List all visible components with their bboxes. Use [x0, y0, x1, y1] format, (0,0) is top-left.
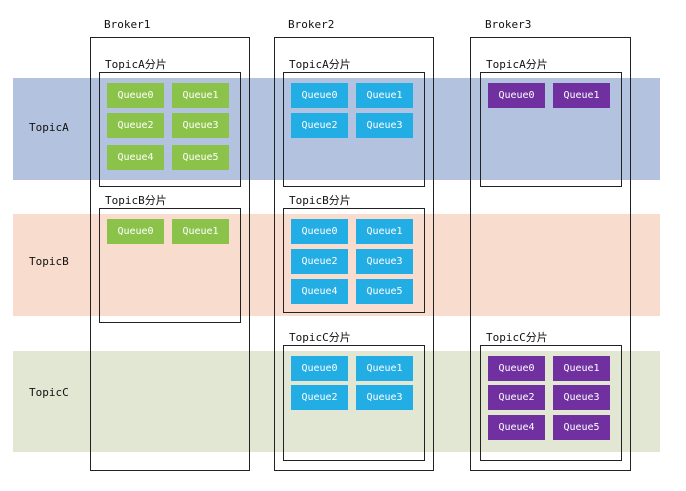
- topic-label-a: TopicA: [29, 121, 69, 134]
- queue: Queue3: [356, 113, 413, 138]
- queue: Queue1: [356, 83, 413, 108]
- queue: Queue3: [356, 385, 413, 410]
- queue: Queue5: [356, 279, 413, 304]
- queue: Queue4: [107, 145, 164, 170]
- queue: Queue2: [488, 385, 545, 410]
- queue: Queue0: [488, 356, 545, 381]
- broker-3-topicc-shard: [480, 345, 622, 461]
- broker-2-topicb-shard-label: TopicB分片: [289, 194, 351, 207]
- queue: Queue5: [553, 415, 610, 440]
- broker-2-topica-shard: [283, 72, 425, 187]
- broker-3-label: Broker3: [485, 18, 532, 31]
- queue: Queue1: [553, 83, 610, 108]
- broker-2-label: Broker2: [288, 18, 335, 31]
- broker-2: [274, 37, 434, 471]
- queue: Queue3: [356, 249, 413, 274]
- broker-1-topicb-shard: [99, 208, 241, 323]
- broker-1-topica-shard-label: TopicA分片: [105, 58, 167, 71]
- queue: Queue2: [291, 385, 348, 410]
- queue: Queue0: [291, 356, 348, 381]
- broker-1: [90, 37, 250, 471]
- broker-2-topicc-shard: [283, 345, 425, 461]
- queue: Queue0: [107, 83, 164, 108]
- queue: Queue3: [553, 385, 610, 410]
- broker-3-topica-shard-label: TopicA分片: [486, 58, 548, 71]
- broker-3: [470, 37, 631, 471]
- queue: Queue1: [356, 219, 413, 244]
- queue: Queue2: [107, 113, 164, 138]
- queue: Queue1: [356, 356, 413, 381]
- queue: Queue0: [488, 83, 545, 108]
- queue: Queue2: [291, 113, 348, 138]
- broker-3-topicc-shard-label: TopicC分片: [486, 331, 548, 344]
- queue: Queue0: [291, 219, 348, 244]
- queue: Queue2: [291, 249, 348, 274]
- queue: Queue1: [553, 356, 610, 381]
- queue: Queue1: [172, 83, 229, 108]
- broker-1-topicb-shard-label: TopicB分片: [105, 194, 167, 207]
- queue: Queue0: [107, 219, 164, 244]
- broker-2-topicc-shard-label: TopicC分片: [289, 331, 351, 344]
- queue: Queue5: [172, 145, 229, 170]
- queue: Queue1: [172, 219, 229, 244]
- broker-2-topicb-shard: [283, 208, 425, 313]
- topic-label-b: TopicB: [29, 255, 69, 268]
- broker-3-topica-shard: [480, 72, 622, 187]
- queue: Queue0: [291, 83, 348, 108]
- queue: Queue4: [291, 279, 348, 304]
- topic-label-c: TopicC: [29, 386, 69, 399]
- queue: Queue3: [172, 113, 229, 138]
- broker-1-topica-shard: [99, 72, 241, 187]
- broker-1-label: Broker1: [104, 18, 151, 31]
- queue: Queue4: [488, 415, 545, 440]
- broker-2-topica-shard-label: TopicA分片: [289, 58, 351, 71]
